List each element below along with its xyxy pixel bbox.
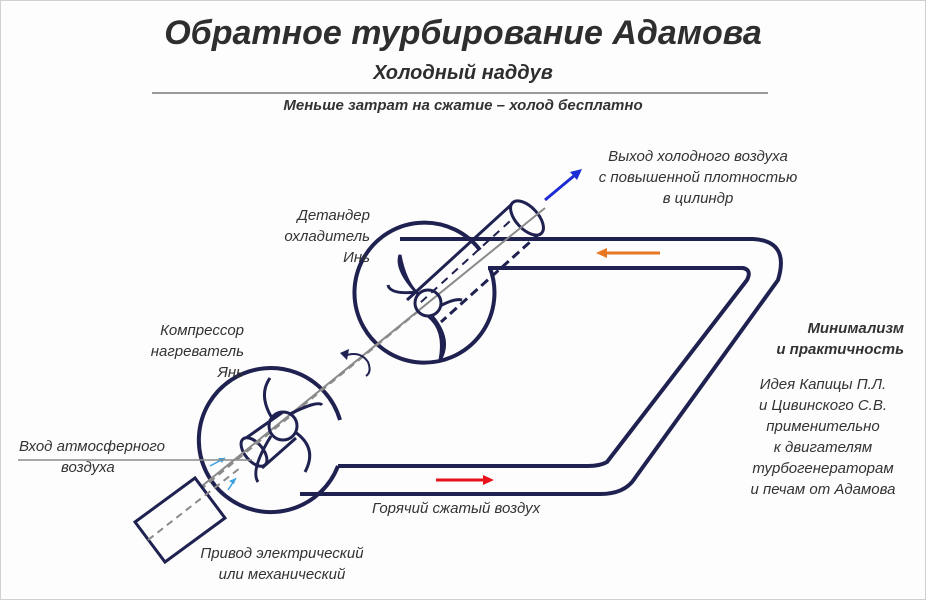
drive-label: Привод электрический или механический [182, 543, 382, 585]
compressor-housing [196, 366, 342, 514]
air-duct-outer [300, 237, 783, 496]
drive-label-line: или механический [218, 566, 346, 583]
sidebar-text: Идея Капицы П.Л. и Цивинского С.В. приме… [728, 374, 918, 500]
expander-label-line: охладитель [284, 228, 370, 245]
compressor-label-line: Янь [217, 364, 244, 381]
sidebar-text-line: турбогенераторам [752, 460, 894, 477]
compressor-label-line: Компрессор [160, 322, 244, 339]
outlet-pipe-top [405, 202, 514, 302]
sidebar-title-line: и практичность [776, 341, 904, 358]
inlet-label-line: воздуха [61, 459, 115, 476]
outlet-pipe-mouth [509, 199, 545, 237]
expander-blade [386, 284, 419, 295]
drive-shaft [147, 467, 241, 541]
sidebar-title-line: Минимализм [807, 320, 904, 337]
sidebar-text-line: и Цивинского С.В. [758, 397, 888, 414]
title-divider [152, 92, 768, 94]
flow-arrow-top-head [596, 248, 607, 258]
page-subtitle: Холодный наддув [373, 62, 553, 84]
compressor-label: Компрессор нагреватель Янь [120, 320, 244, 383]
drive-motor [132, 475, 228, 565]
drive-label-line: Привод электрический [200, 545, 364, 562]
cold-outlet-arrowhead [570, 169, 582, 180]
page-title: Обратное турбирование Адамова [164, 14, 762, 52]
expander-label: Детандер охладитель Инь [250, 205, 370, 268]
compressor-label-line: нагреватель [150, 343, 244, 360]
inlet-pipe-top [245, 410, 284, 440]
compressor-blade [294, 430, 312, 473]
cold-outlet-arrow [544, 173, 576, 202]
expander-label-line: Инь [343, 249, 370, 266]
inlet-pipe-mouth [239, 436, 269, 468]
sidebar-title: Минимализм и практичность [716, 318, 904, 360]
flow-arrow-bottom-head [483, 475, 494, 485]
rotation-arrowhead [340, 349, 349, 360]
outlet-label-line: в цилиндр [662, 190, 734, 207]
inlet-label-line: Вход атмосферного [19, 438, 165, 455]
sidebar-text-line: Идея Капицы П.Л. [759, 376, 887, 393]
rotation-arrow [343, 353, 371, 377]
compressor-hub [267, 410, 299, 442]
outlet-label-line: Выход холодного воздуха [608, 148, 788, 165]
expander-blade [439, 298, 463, 308]
sidebar-text-line: к двигателям [773, 439, 873, 456]
expander-label-line: Детандер [297, 207, 370, 224]
outlet-label-line: с повышенной плотностью [598, 169, 798, 186]
outlet-pipe-dash [419, 211, 521, 304]
inlet-label: Вход атмосферного воздуха [19, 436, 209, 478]
compressor-blade [289, 402, 324, 416]
air-duct-inner [338, 266, 751, 468]
compressor-blade [254, 435, 273, 483]
tagline: Меньше затрат на сжатие – холод бесплатн… [283, 97, 643, 114]
expander-blade [397, 254, 420, 296]
outlet-label: Выход холодного воздуха с повышенной пло… [578, 146, 818, 209]
sidebar-text-line: применительно [766, 418, 880, 435]
expander-housing [352, 220, 497, 365]
intake-arrowhead [229, 478, 236, 484]
sidebar-text-line: и печам от Адамова [750, 481, 896, 498]
compressor-blade [263, 377, 274, 419]
hot-air-label: Горячий сжатый воздух [372, 500, 541, 517]
expander-blade [427, 314, 446, 361]
outlet-pipe-bottom [439, 231, 542, 324]
